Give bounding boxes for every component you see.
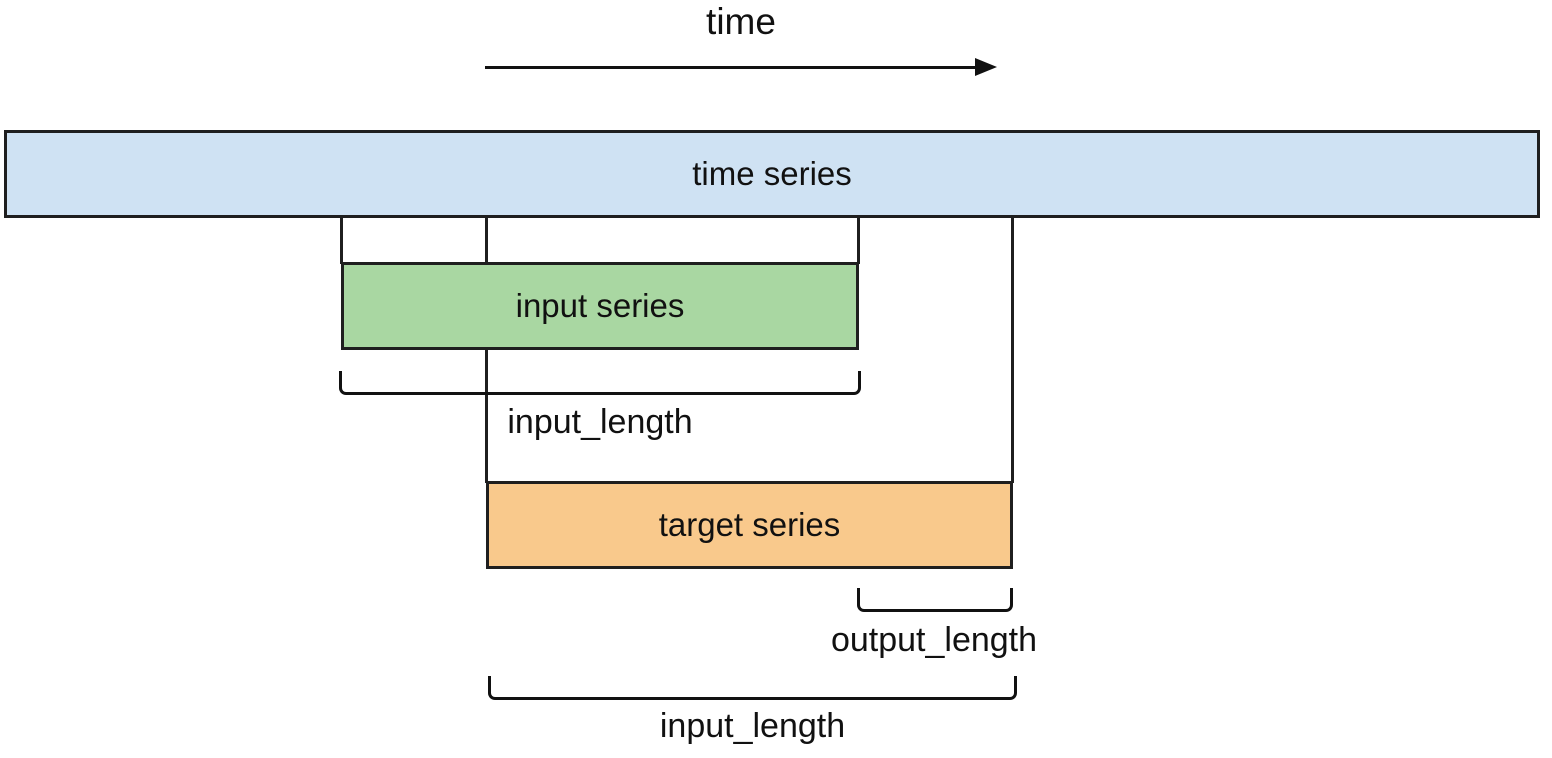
target-series-bar: target series [486,481,1013,569]
connector-line-target-left [485,217,488,483]
input-length-bracket-top [339,371,861,395]
input-length-label-bottom: input_length [659,707,846,745]
input-series-bar: input series [341,262,859,350]
time-axis-label: time [706,1,776,42]
time-series-label: time series [692,155,852,192]
connector-line-input-right [857,217,860,264]
input-length-bracket-bottom [488,676,1017,700]
input-series-label: input series [515,287,685,324]
output-length-bracket [857,588,1013,612]
target-series-label: target series [658,506,841,543]
connector-line-target-right [1011,217,1014,483]
time-arrow-head-icon [975,58,997,76]
output-length-label: output_length [830,621,1038,659]
connector-line-input-left [340,217,343,264]
time-arrow [485,66,977,69]
time-series-bar: time series [4,130,1540,218]
input-length-label-top: input_length [507,403,693,441]
